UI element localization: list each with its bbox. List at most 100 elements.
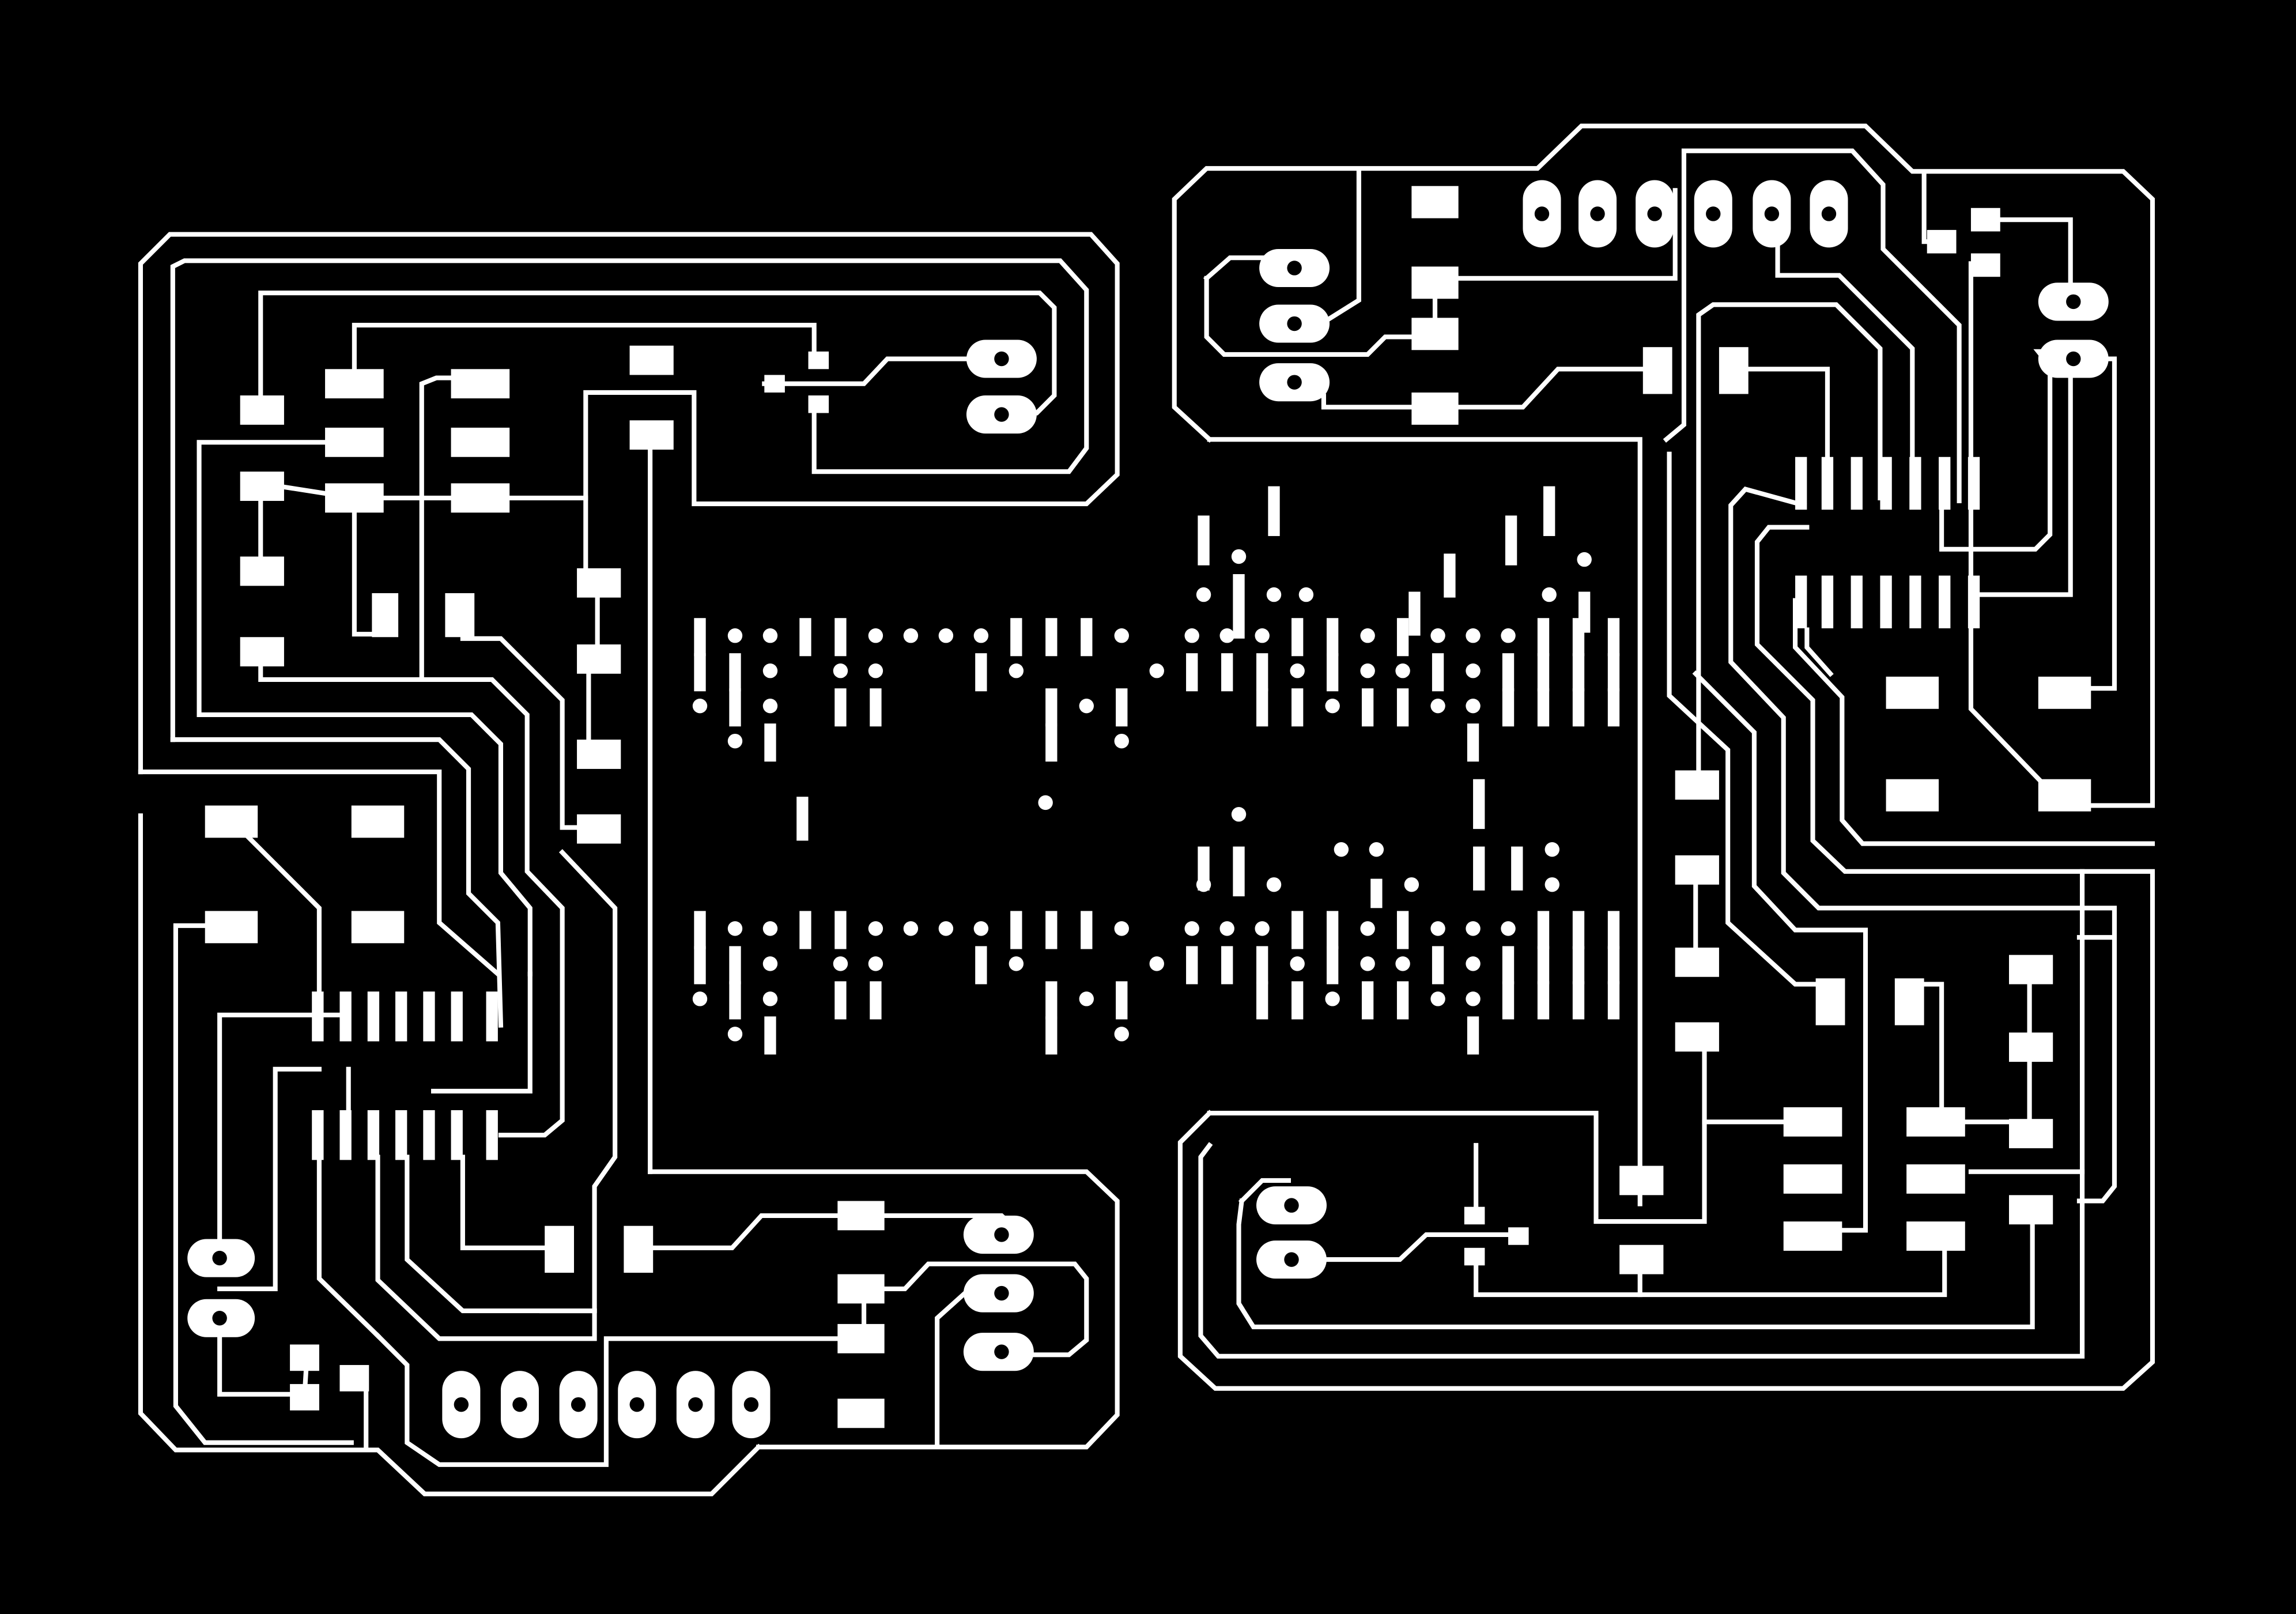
ic-pin bbox=[1968, 457, 1980, 510]
ic-pin bbox=[1909, 457, 1921, 510]
pad-dot bbox=[973, 921, 989, 936]
pad-dot bbox=[1466, 628, 1481, 643]
pad-bar bbox=[1396, 981, 1409, 1020]
pad-bar bbox=[1473, 846, 1485, 891]
smd-pad bbox=[1619, 1166, 1664, 1196]
smd-pad bbox=[205, 911, 258, 944]
pad-dot bbox=[1542, 587, 1557, 602]
smd-pad bbox=[2009, 1119, 2053, 1149]
smd-pad bbox=[2038, 779, 2091, 812]
pad-bar bbox=[1537, 981, 1550, 1020]
pad-bar bbox=[1233, 846, 1245, 896]
pad-bar bbox=[1045, 1016, 1058, 1055]
pad-dot bbox=[1369, 842, 1384, 857]
trace bbox=[1696, 302, 1883, 779]
pad-bar bbox=[834, 981, 847, 1020]
trace bbox=[431, 971, 533, 1093]
pad-bar bbox=[834, 618, 847, 657]
pad-dot bbox=[1114, 921, 1129, 936]
pad-bar bbox=[975, 653, 987, 692]
pad-bar bbox=[1396, 618, 1409, 657]
pad-bar bbox=[1010, 618, 1022, 657]
ic-pin bbox=[1939, 457, 1951, 510]
pad-dot bbox=[1501, 921, 1516, 936]
module-bottom-left-traces bbox=[138, 769, 1120, 1496]
pad-bar bbox=[1221, 946, 1233, 985]
pad-bar bbox=[764, 723, 776, 762]
pad-dot bbox=[1196, 587, 1211, 602]
ic-pin bbox=[451, 1110, 463, 1160]
pad-dot bbox=[762, 628, 778, 643]
smd-pad bbox=[2038, 676, 2091, 709]
trace bbox=[197, 440, 357, 717]
trace bbox=[762, 356, 1004, 386]
smd-pad bbox=[1783, 1221, 1842, 1251]
pad-bar bbox=[799, 911, 811, 949]
pad-dot bbox=[1360, 921, 1375, 936]
pad-dot bbox=[1395, 956, 1410, 971]
pad-dot bbox=[868, 628, 883, 643]
pad-bar bbox=[1578, 591, 1591, 633]
smd-pad bbox=[240, 395, 284, 425]
pad-dot bbox=[762, 698, 778, 714]
trace bbox=[1315, 1232, 1517, 1262]
pad-dot bbox=[727, 733, 743, 749]
pad-dot bbox=[762, 921, 778, 936]
trace bbox=[170, 258, 1089, 742]
pad-bar bbox=[1256, 653, 1268, 692]
ic-pin bbox=[1968, 575, 1980, 629]
pad-bar bbox=[1045, 981, 1058, 1020]
smd-pad bbox=[1411, 266, 1459, 299]
module-bottom-right-pads bbox=[1256, 770, 2053, 1279]
pad-dot bbox=[1466, 698, 1481, 714]
smd-pad bbox=[451, 483, 510, 513]
trace bbox=[636, 1213, 864, 1250]
smd-pad bbox=[372, 593, 399, 638]
pad-dot bbox=[1079, 991, 1094, 1006]
ic-pin bbox=[1939, 575, 1951, 629]
center-pad-array bbox=[692, 486, 1620, 1055]
pad-bar bbox=[1502, 653, 1515, 692]
trace-layer bbox=[138, 123, 2155, 1496]
smd-pad bbox=[629, 345, 674, 375]
trace bbox=[1320, 170, 1361, 326]
trace bbox=[217, 1318, 307, 1397]
pad-bar bbox=[1268, 486, 1280, 536]
pad-bar bbox=[1502, 688, 1515, 727]
pad-bar bbox=[729, 981, 741, 1020]
pad-bar bbox=[1432, 946, 1444, 985]
pad-dot bbox=[1325, 991, 1340, 1006]
pad-bar bbox=[1572, 981, 1585, 1020]
pad-bar bbox=[1511, 846, 1523, 891]
pad-dot bbox=[1466, 663, 1481, 678]
smd-pad bbox=[451, 427, 510, 457]
pad-bar bbox=[1607, 946, 1620, 985]
ic-pin bbox=[1909, 575, 1921, 629]
smd-pad bbox=[1411, 392, 1459, 425]
pad-bar bbox=[1607, 618, 1620, 657]
pad-bar bbox=[1116, 688, 1128, 727]
pad-dot bbox=[1466, 956, 1481, 971]
ic-pin bbox=[1821, 575, 1834, 629]
ic-pin bbox=[1880, 575, 1892, 629]
pad-bar bbox=[870, 981, 882, 1020]
trace bbox=[405, 1155, 597, 1314]
smd-pad bbox=[1970, 253, 2000, 277]
smd-pad bbox=[240, 556, 284, 586]
pad-bar bbox=[1045, 911, 1058, 949]
pad-dot bbox=[868, 956, 883, 971]
pad-dot bbox=[833, 956, 848, 971]
pad-bar bbox=[1537, 618, 1550, 657]
pad-bar bbox=[1572, 653, 1585, 692]
smd-pad bbox=[1906, 1107, 1965, 1137]
pad-bar bbox=[1326, 911, 1339, 949]
pad-dot bbox=[1038, 795, 1053, 810]
pad-bar bbox=[729, 946, 741, 985]
smd-pad bbox=[325, 427, 384, 457]
pad-bar bbox=[729, 688, 741, 727]
pad-dot bbox=[1079, 698, 1094, 714]
pad-dot bbox=[868, 663, 883, 678]
pad-bar bbox=[1326, 946, 1339, 985]
